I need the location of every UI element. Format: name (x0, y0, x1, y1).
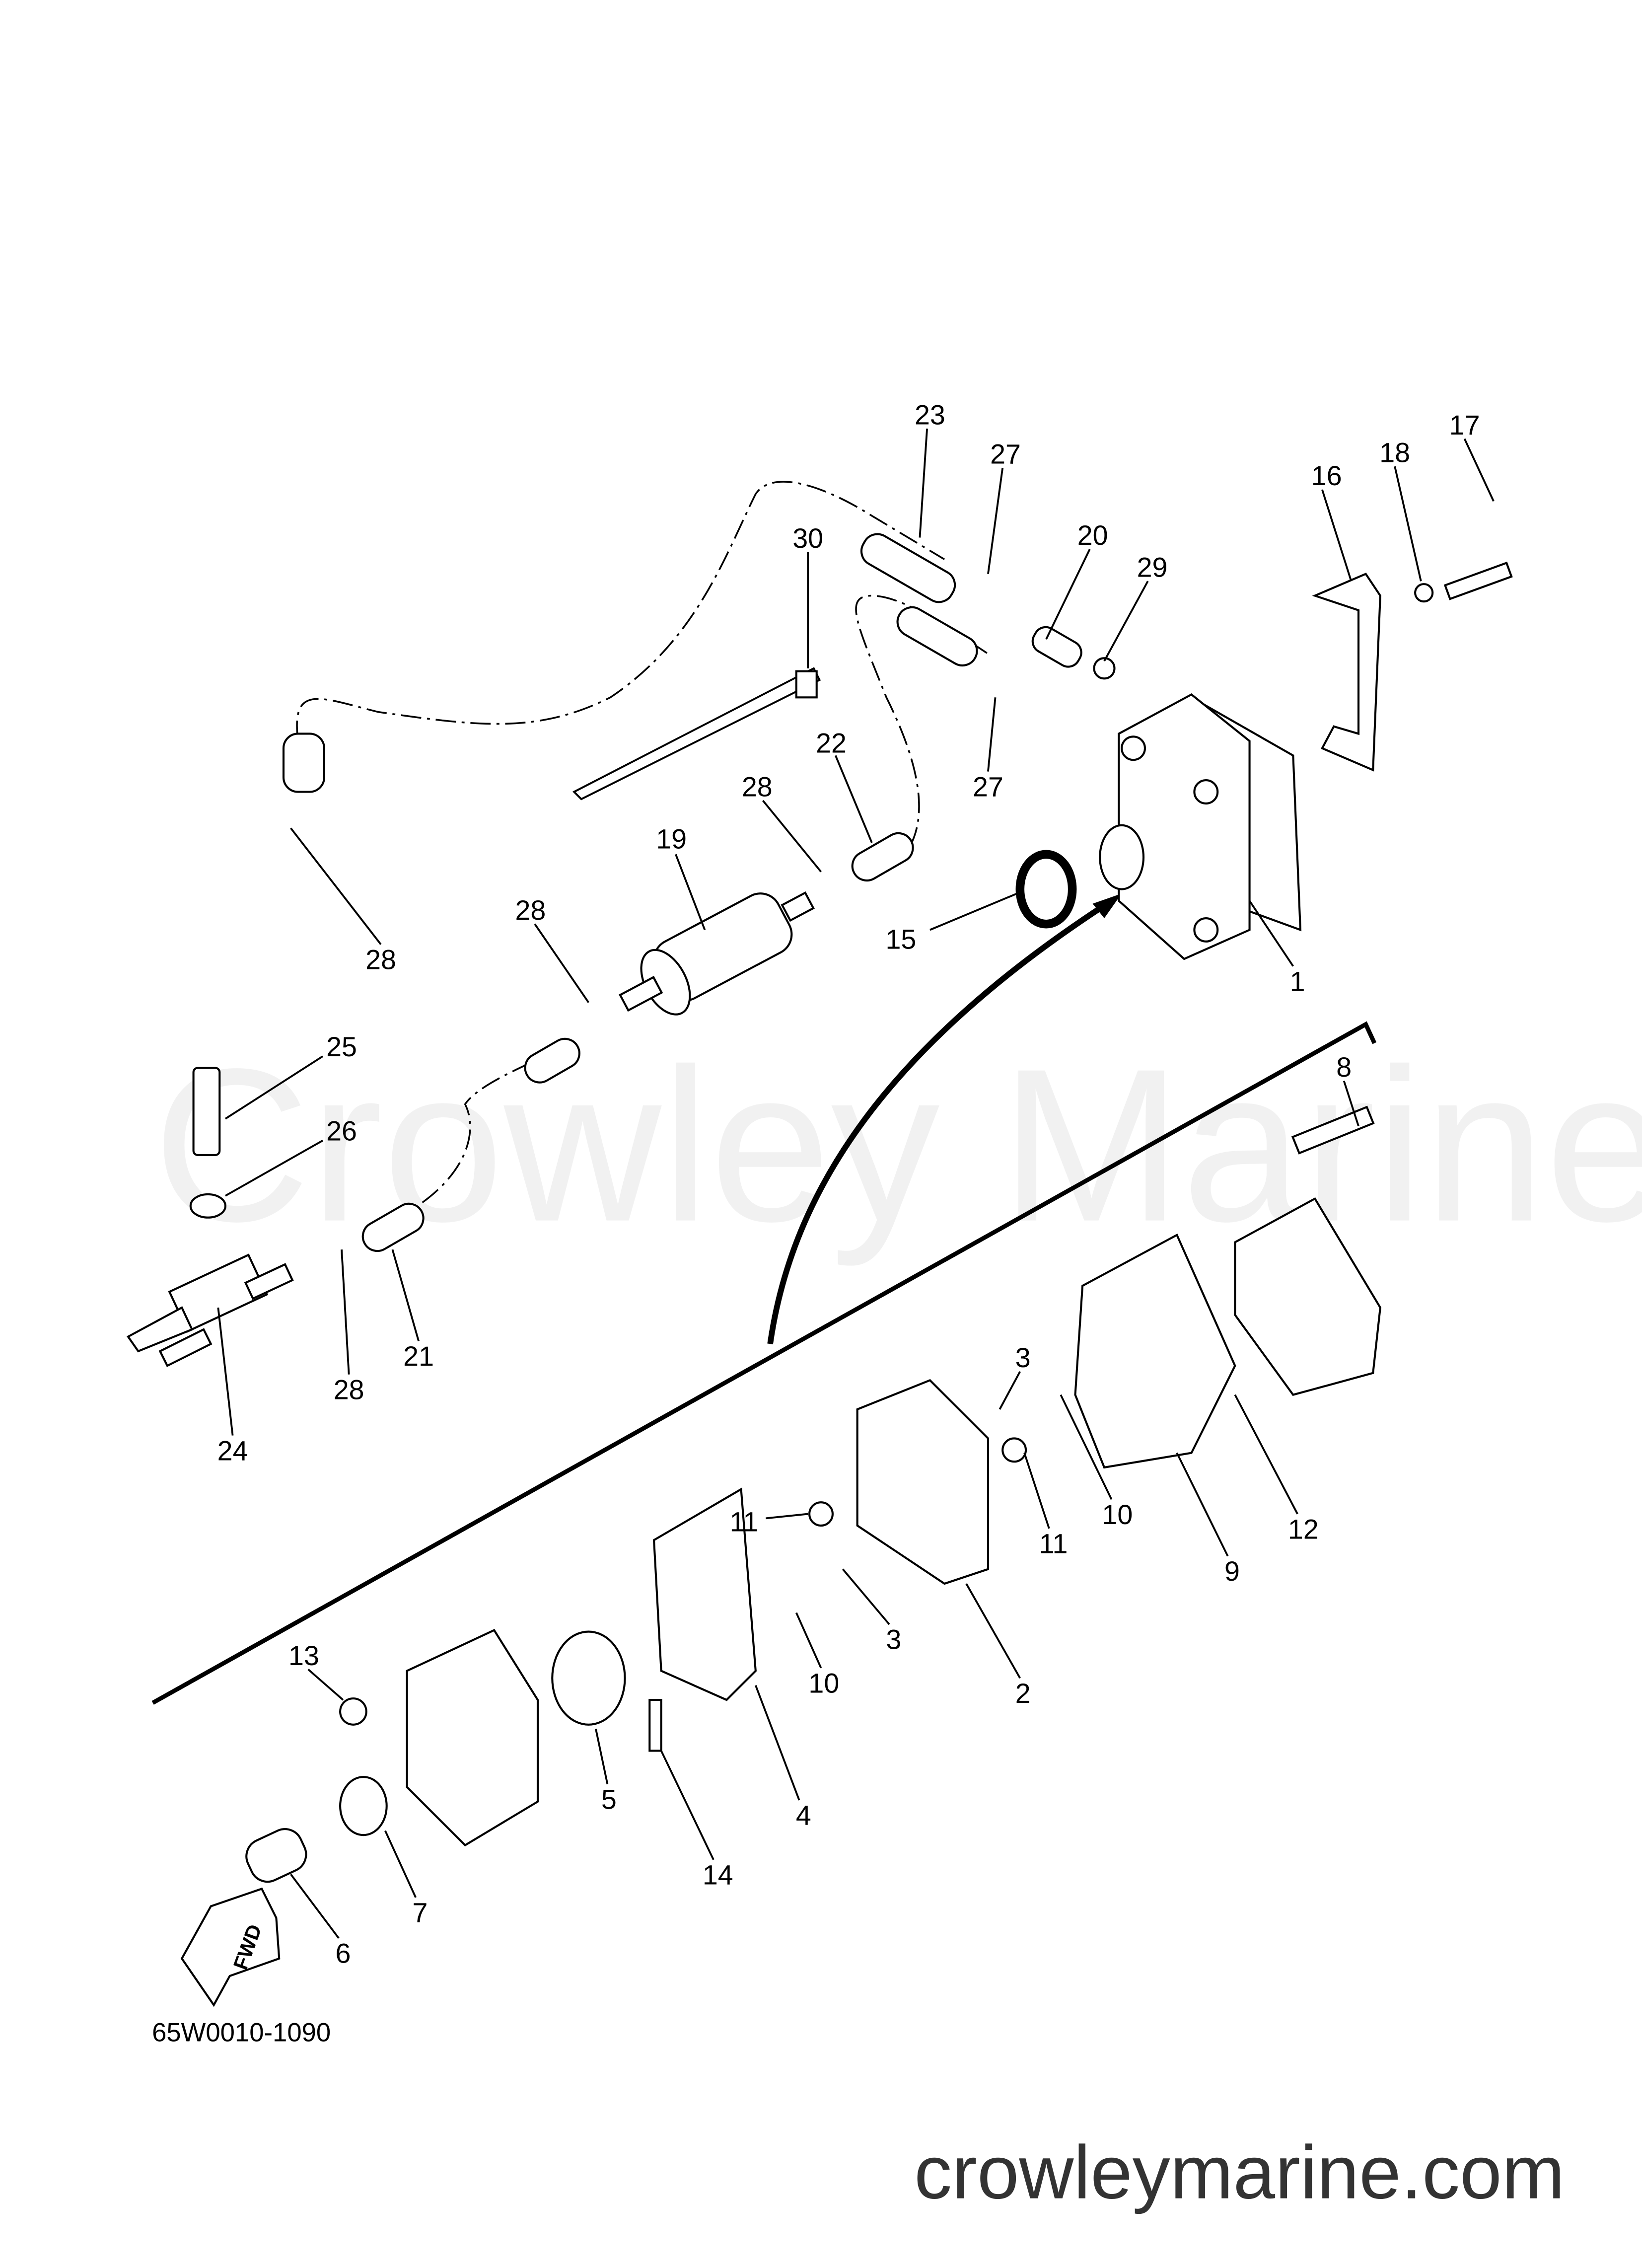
bracket-16 (1312, 573, 1381, 772)
callout-11b: 11 (730, 1507, 759, 1537)
callout-11: 11 (1039, 1529, 1068, 1559)
callout-17: 17 (1449, 410, 1480, 440)
bolt-17 (1443, 561, 1513, 600)
callout-28: 28 (742, 771, 773, 802)
callout-9: 9 (1224, 1556, 1240, 1587)
fuel-pump-lower (245, 1105, 1382, 1883)
callout-18: 18 (1379, 437, 1410, 468)
callout-28b: 28 (365, 944, 396, 975)
spring-5 (551, 1630, 626, 1726)
callout-19: 19 (656, 824, 687, 855)
screw-25 (192, 1067, 221, 1156)
callout-8: 8 (1336, 1052, 1352, 1083)
washer-26 (189, 1193, 227, 1219)
pin-14 (648, 1699, 662, 1752)
hose-23 (860, 533, 956, 603)
assembly-divider (151, 893, 1377, 1705)
callout-29: 29 (1137, 552, 1168, 583)
diagram-code: 65W0010-1090 (152, 2018, 331, 2048)
leader-lines (217, 428, 1495, 1939)
callout-10b: 10 (808, 1668, 839, 1698)
cover-12 (1234, 1197, 1382, 1396)
hose-segment (524, 1037, 580, 1084)
fuel-filter (619, 891, 815, 1016)
hose-22 (851, 832, 914, 882)
diaphragm-9 (1074, 1233, 1236, 1469)
callout-14: 14 (703, 1860, 733, 1891)
cable-tie-head (795, 670, 818, 699)
clip-29 (1093, 657, 1116, 680)
hose-23b (896, 606, 978, 667)
callout-20: 20 (1077, 520, 1108, 551)
callout-24: 24 (217, 1435, 248, 1466)
callout-4: 4 (796, 1800, 811, 1831)
housing (406, 1629, 539, 1847)
cable-tie-30 (572, 667, 821, 801)
callout-1: 1 (1290, 966, 1305, 997)
callout-27: 27 (990, 439, 1021, 469)
screw-8 (1291, 1105, 1375, 1155)
plunger-6 (245, 1828, 307, 1883)
hose-end (282, 732, 325, 793)
fwd-arrow-icon: FWD (180, 1887, 281, 2007)
callout-16: 16 (1311, 460, 1342, 491)
callout-6: 6 (335, 1938, 351, 1969)
callout-5: 5 (601, 1784, 617, 1815)
callout-2: 2 (1015, 1678, 1031, 1709)
fuel-hoses (282, 481, 989, 1252)
washer-18 (1414, 583, 1434, 603)
callout-26: 26 (326, 1116, 357, 1147)
hose-20 (1031, 626, 1082, 668)
callout-labels: 23 27 20 29 16 18 17 30 22 28 19 27 15 1… (217, 399, 1480, 1969)
callout-28c: 28 (515, 895, 546, 926)
spring-7 (339, 1776, 388, 1836)
callout-7: 7 (413, 1898, 428, 1928)
callout-12: 12 (1288, 1514, 1319, 1544)
o-ring-15 (1015, 850, 1077, 929)
callout-10: 10 (1102, 1499, 1133, 1530)
callout-3: 3 (1015, 1342, 1031, 1373)
callout-22: 22 (816, 728, 847, 759)
callout-21: 21 (403, 1341, 434, 1372)
callout-23: 23 (915, 399, 945, 430)
nut-13 (339, 1697, 367, 1726)
callout-3b: 3 (886, 1624, 901, 1655)
callout-27b: 27 (973, 771, 1003, 802)
body-2 (856, 1379, 990, 1585)
fuel-pump-upper (1015, 561, 1513, 960)
callout-15: 15 (885, 924, 916, 954)
callout-28d: 28 (334, 1374, 364, 1405)
hose-21 (361, 1202, 425, 1252)
site-footer: crowleymarine.com (914, 2130, 1565, 2215)
diaphragm-4 (652, 1487, 757, 1701)
callout-13: 13 (288, 1640, 319, 1671)
fuel-joint (126, 1067, 294, 1367)
callout-30: 30 (792, 523, 823, 554)
callout-25: 25 (326, 1031, 357, 1062)
